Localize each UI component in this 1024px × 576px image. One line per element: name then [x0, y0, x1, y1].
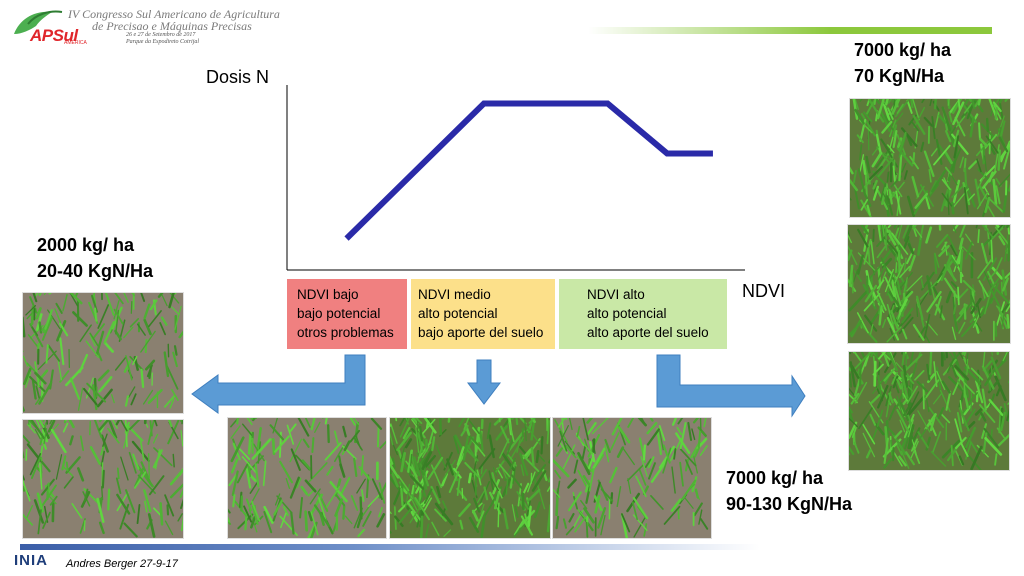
y-axis-label: Dosis N: [206, 67, 270, 87]
congress-title: IV Congresso Sul Americano de Agricultur…: [68, 8, 280, 46]
crop-photo: [22, 292, 184, 414]
category-line: alto potencial: [587, 306, 667, 321]
congress-logo: [6, 4, 256, 50]
yield-high-right-line1: 7000 kg/ ha: [854, 40, 952, 60]
arrow-down-icon: [466, 359, 502, 405]
crop-photo: [552, 417, 712, 539]
yield-high-right-label: 7000 kg/ ha 70 KgN/Ha: [854, 37, 951, 89]
yield-high-right-line2: 70 KgN/Ha: [854, 66, 945, 86]
crop-photo: [849, 98, 1011, 218]
crop-photo: [22, 419, 184, 539]
congress-title-line1: IV Congresso Sul Americano de Agricultur…: [68, 7, 280, 21]
category-ndvi-high: NDVI alto alto potencial alto aporte del…: [559, 279, 727, 349]
congress-title-line2: de Precisao e Máquinas Precisas: [92, 19, 252, 33]
category-line: alto aporte del suelo: [587, 325, 709, 340]
apsul-logo-sub: AMÉRICA: [64, 40, 87, 46]
crop-photo: [848, 351, 1010, 471]
footer-accent-bar: [20, 544, 760, 550]
category-line: alto potencial: [418, 306, 498, 321]
crop-photo: [227, 417, 387, 539]
category-ndvi-low: NDVI bajo bajo potencial otros problemas: [287, 279, 407, 349]
apsul-logo-text: APSul: [30, 26, 78, 45]
header-accent-bar: [588, 27, 992, 34]
congress-place: Parque da Espodireto Cotrijal: [126, 39, 200, 45]
congress-date: 26 e 27 de Setembro de 2017: [126, 32, 196, 38]
inia-logo: INIA: [14, 552, 48, 569]
yield-high-bottom-label: 7000 kg/ ha 90-130 KgN/Ha: [726, 465, 852, 517]
category-line: bajo aporte del suelo: [418, 325, 544, 340]
series-line: [344, 100, 713, 241]
category-ndvi-medium: NDVI medio alto potencial bajo aporte de…: [411, 279, 555, 349]
crop-photo: [389, 417, 551, 539]
footer-author: Andres Berger 27-9-17: [66, 558, 178, 570]
arrow-right-icon: [656, 354, 806, 418]
category-line: bajo potencial: [297, 306, 381, 321]
yield-low-line2: 20-40 KgN/Ha: [37, 261, 154, 281]
category-line: NDVI bajo: [297, 287, 359, 302]
south-america-map-icon: [14, 10, 63, 34]
yield-high-bottom-line2: 90-130 KgN/Ha: [726, 494, 853, 514]
category-line: otros problemas: [297, 325, 394, 340]
crop-photo: [847, 224, 1011, 344]
category-line: NDVI medio: [418, 287, 491, 302]
x-axis-label: NDVI: [742, 281, 786, 301]
category-line: NDVI alto: [587, 287, 645, 302]
yield-low-line1: 2000 kg/ ha: [37, 235, 135, 255]
arrow-left-icon: [191, 354, 366, 414]
yield-low-label: 2000 kg/ ha 20-40 KgN/Ha: [37, 232, 153, 284]
yield-high-bottom-line1: 7000 kg/ ha: [726, 468, 824, 488]
